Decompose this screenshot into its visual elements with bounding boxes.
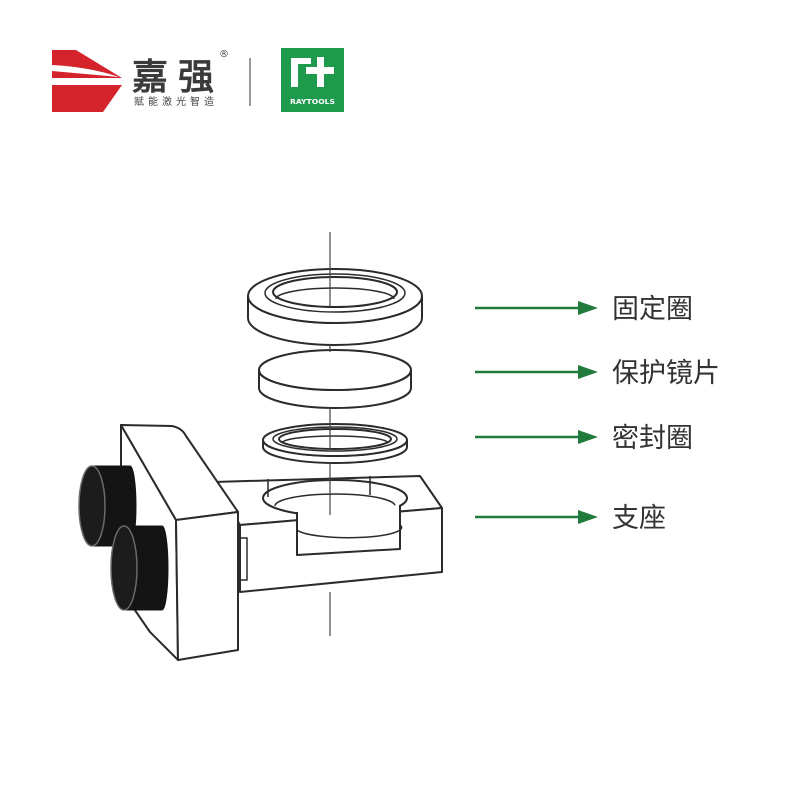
retaining-ring-hole <box>272 276 398 308</box>
callout-label: 固定圈 <box>612 294 693 325</box>
seal-ring-inner-edge <box>281 435 389 444</box>
holder-wall-edges <box>267 476 371 497</box>
registered-mark: ® <box>219 49 229 60</box>
jiaqiang-logo-icon <box>52 50 122 112</box>
callout-seal-ring: 密封圈 <box>475 423 693 454</box>
header-logos: 嘉强 ® 赋能激光智造 RAYTOOLS <box>52 48 344 112</box>
callout-retaining-ring: 固定圈 <box>475 294 693 325</box>
lens-holder <box>78 424 443 661</box>
retaining-ring-inner-edge <box>275 287 395 300</box>
holder-side-tab <box>240 537 248 581</box>
arrow-head <box>578 430 598 444</box>
holder-plate-top <box>120 424 239 521</box>
knob-cap <box>110 525 138 611</box>
holder-plate-front <box>175 511 239 661</box>
holder-bore-inner-edge <box>274 493 396 507</box>
knob-cap <box>78 465 106 547</box>
partner-logo-arm <box>291 58 311 64</box>
holder-knob-lower <box>110 525 169 611</box>
partner-name: RAYTOOLS <box>290 98 335 106</box>
knob-end <box>155 525 169 611</box>
lens-face <box>258 349 412 391</box>
callout-label: 保护镜片 <box>612 358 720 389</box>
brand-name: 嘉强 <box>132 57 214 98</box>
raytools-logo-icon: RAYTOOLS <box>281 48 344 112</box>
logo-white-streak <box>52 65 119 77</box>
arrow-head <box>578 365 598 379</box>
callout-label: 支座 <box>612 503 666 534</box>
partner-logo-stem <box>291 58 298 87</box>
protective-lens <box>258 349 412 409</box>
arrow-head <box>578 301 598 315</box>
holder-front-slot <box>296 505 401 556</box>
callout-lens-holder: 支座 <box>475 503 666 534</box>
holder-slot-curve <box>296 524 403 539</box>
logo-red-lower <box>52 85 122 112</box>
seal-ring-chamfer <box>272 426 398 452</box>
arrow-head <box>578 510 598 524</box>
callout-label: 密封圈 <box>612 423 693 454</box>
seal-ring-hole <box>278 428 392 450</box>
retaining-ring-chamfer <box>264 273 406 313</box>
callout-protective-lens: 保护镜片 <box>475 358 720 389</box>
retaining-ring <box>247 268 423 346</box>
seal-ring <box>262 423 408 464</box>
partner-logo-plus-h <box>306 67 334 74</box>
